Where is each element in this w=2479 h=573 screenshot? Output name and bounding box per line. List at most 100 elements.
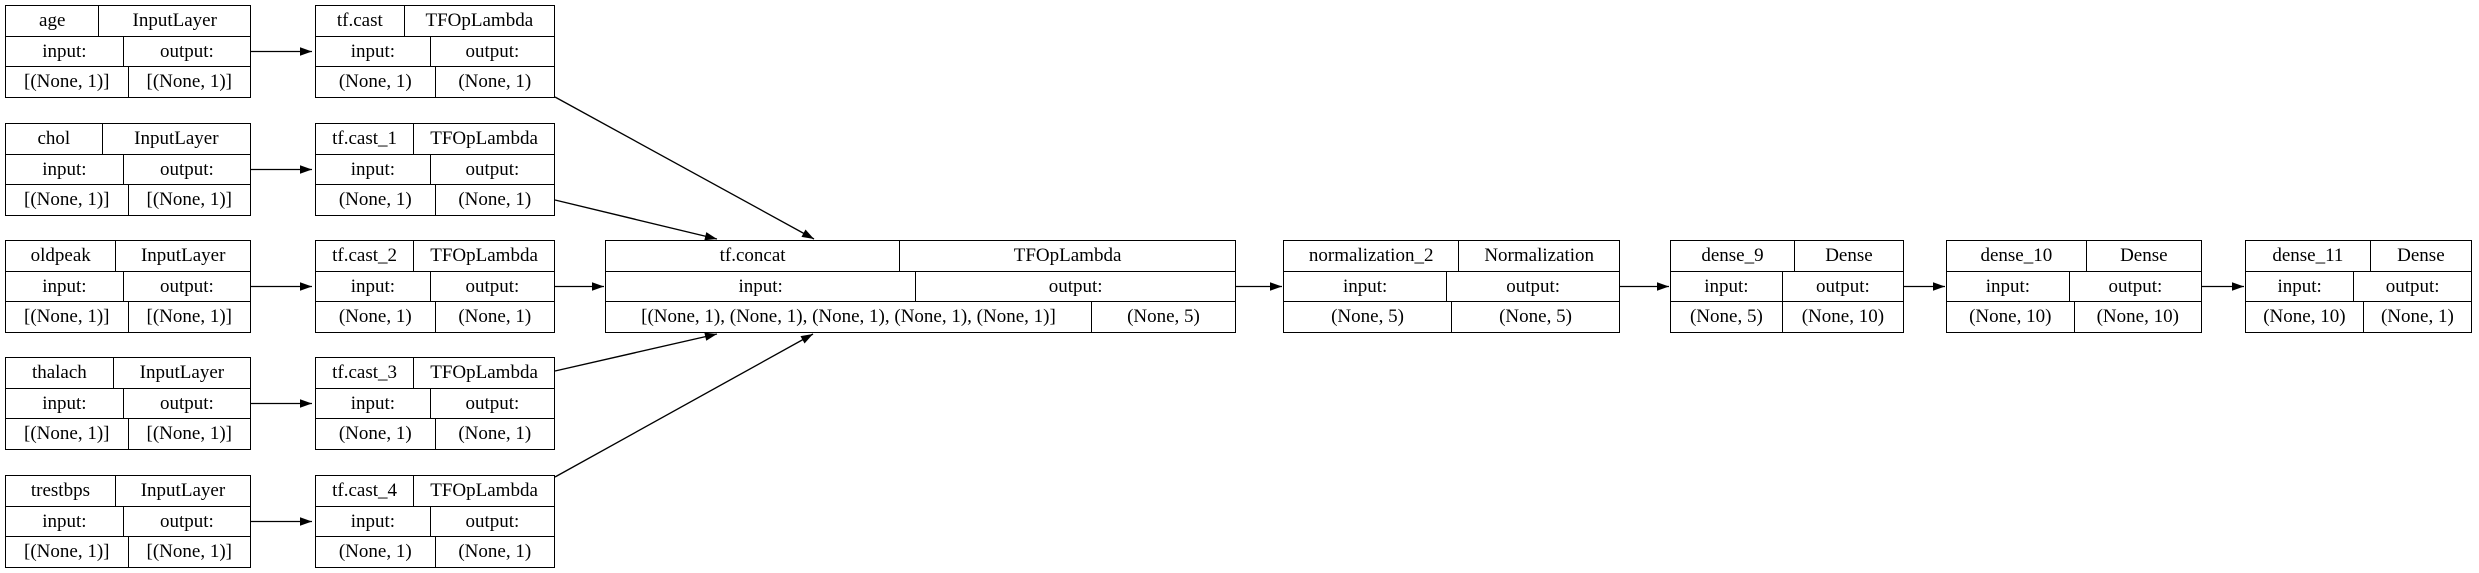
output-shape: (None, 1) [434,302,555,333]
node-dense-10: dense_10 Dense input: output: (None, 10)… [1946,240,2202,333]
input-shape: [(None, 1)] [24,541,110,563]
node-title-row: tf.cast_4 TFOpLambda [316,476,554,506]
node-shape-row: (None, 1) (None, 1) [316,418,555,450]
input-shape: (None, 1) [338,423,412,445]
input-shape: (None, 1) [338,71,412,93]
edge-tf-cast-3-to-tf-concat [554,332,718,372]
output-shape: (None, 1) [2362,302,2471,333]
output-label: output: [915,271,1235,302]
output-shape: (None, 1) [434,419,555,450]
node-oldpeak: oldpeak InputLayer input: output: [(None… [5,240,251,333]
node-title-row: tf.cast TFOpLambda [316,6,554,36]
input-label: input: [350,275,396,297]
layer-name: dense_11 [2272,244,2344,266]
node-shape-row: [(None, 1)] [(None, 1)] [6,301,251,333]
output-shape: [(None, 1)] [127,302,251,333]
input-label: input: [350,40,396,62]
node-thalach: thalach InputLayer input: output: [(None… [5,357,251,450]
output-label: output: [122,154,250,185]
output-shape: (None, 1) [434,537,555,568]
output-label: output: [1446,271,1619,302]
layer-type: InputLayer [112,358,250,388]
output-shape: (None, 5) [1090,302,1235,333]
input-shape: (None, 10) [2263,306,2346,328]
output-shape: (None, 10) [2073,302,2202,333]
node-shape-row: (None, 5) (None, 10) [1671,301,1903,333]
output-label: output: [122,36,250,67]
layer-type: TFOpLambda [413,358,554,388]
layer-name: thalach [31,361,87,383]
output-shape: (None, 5) [1451,302,1619,333]
input-label: input: [350,158,396,180]
node-title-row: age InputLayer [6,6,250,36]
layer-type: Dense [2085,241,2201,271]
input-label: input: [1985,275,2031,297]
node-shape-row: [(None, 1)] [(None, 1)] [6,184,251,216]
output-label: output: [429,506,554,537]
output-label: output: [429,271,554,302]
node-title-row: normalization_2 Normalization [1284,241,1619,271]
output-label: output: [1781,271,1903,302]
output-shape: [(None, 1)] [127,537,251,568]
output-label: output: [429,154,554,185]
layer-name: tf.cast [336,9,383,31]
input-label: input: [1704,275,1749,297]
output-label: output: [429,36,554,67]
node-tf-cast-4: tf.cast_4 TFOpLambda input: output: (Non… [315,475,555,568]
layer-type: Normalization [1458,241,1619,271]
node-io-label-row: input: output: [2246,270,2471,302]
input-label: input: [350,392,396,414]
node-io-label-row: input: output: [6,35,250,67]
node-tf-cast: tf.cast TFOpLambda input: output: (None,… [315,5,555,98]
input-shape: [(None, 1)] [24,189,110,211]
layer-type: InputLayer [114,476,250,506]
node-shape-row: [(None, 1), (None, 1), (None, 1), (None,… [606,301,1235,333]
layer-name: tf.cast_4 [332,479,398,501]
layer-type: InputLayer [98,6,250,36]
node-tf-cast-1: tf.cast_1 TFOpLambda input: output: (Non… [315,123,555,216]
node-dense-11: dense_11 Dense input: output: (None, 10)… [2245,240,2472,333]
node-io-label-row: input: output: [1284,270,1619,302]
input-shape: (None, 10) [1969,306,2052,328]
node-shape-row: [(None, 1)] [(None, 1)] [6,536,251,568]
layer-name: tf.cast_3 [332,361,398,383]
edge-tf-cast-to-tf-concat [554,96,815,240]
output-shape: [(None, 1)] [127,419,251,450]
input-label: input: [42,40,87,62]
node-shape-row: [(None, 1)] [(None, 1)] [6,66,250,98]
input-label: input: [350,510,396,532]
node-normalization-2: normalization_2 Normalization input: out… [1283,240,1620,333]
output-shape: (None, 10) [1781,302,1903,333]
input-label: input: [42,158,87,180]
layer-name: dense_9 [1701,244,1764,266]
node-shape-row: (None, 1) (None, 1) [316,66,554,98]
layer-type: TFOpLambda [413,476,554,506]
node-io-label-row: input: output: [6,505,250,537]
layer-type: TFOpLambda [413,124,554,154]
input-shape: (None, 1) [338,541,412,563]
output-shape: [(None, 1)] [127,185,251,216]
input-shape: (None, 1) [338,306,412,328]
input-label: input: [42,392,87,414]
node-age: age InputLayer input: output: [(None, 1)… [5,5,251,98]
input-shape: (None, 1) [338,189,412,211]
node-shape-row: (None, 1) (None, 1) [316,536,555,568]
layer-type: TFOpLambda [413,241,554,271]
input-label: input: [738,275,783,297]
input-label: input: [42,275,87,297]
node-title-row: tf.cast_2 TFOpLambda [316,241,554,271]
node-io-label-row: input: output: [316,35,554,67]
node-io-label-row: input: output: [6,270,250,302]
input-shape: [(None, 1)] [24,71,110,93]
layer-type: Dense [1793,241,1903,271]
node-shape-row: [(None, 1)] [(None, 1)] [6,418,251,450]
node-tf-cast-2: tf.cast_2 TFOpLambda input: output: (Non… [315,240,555,333]
layer-name: normalization_2 [1308,244,1434,266]
node-title-row: dense_11 Dense [2246,241,2471,271]
node-title-row: chol InputLayer [6,124,250,154]
output-label: output: [2068,271,2201,302]
layer-name: tf.cast_1 [332,127,398,149]
node-io-label-row: input: output: [1671,270,1903,302]
layer-name: chol [37,127,71,149]
